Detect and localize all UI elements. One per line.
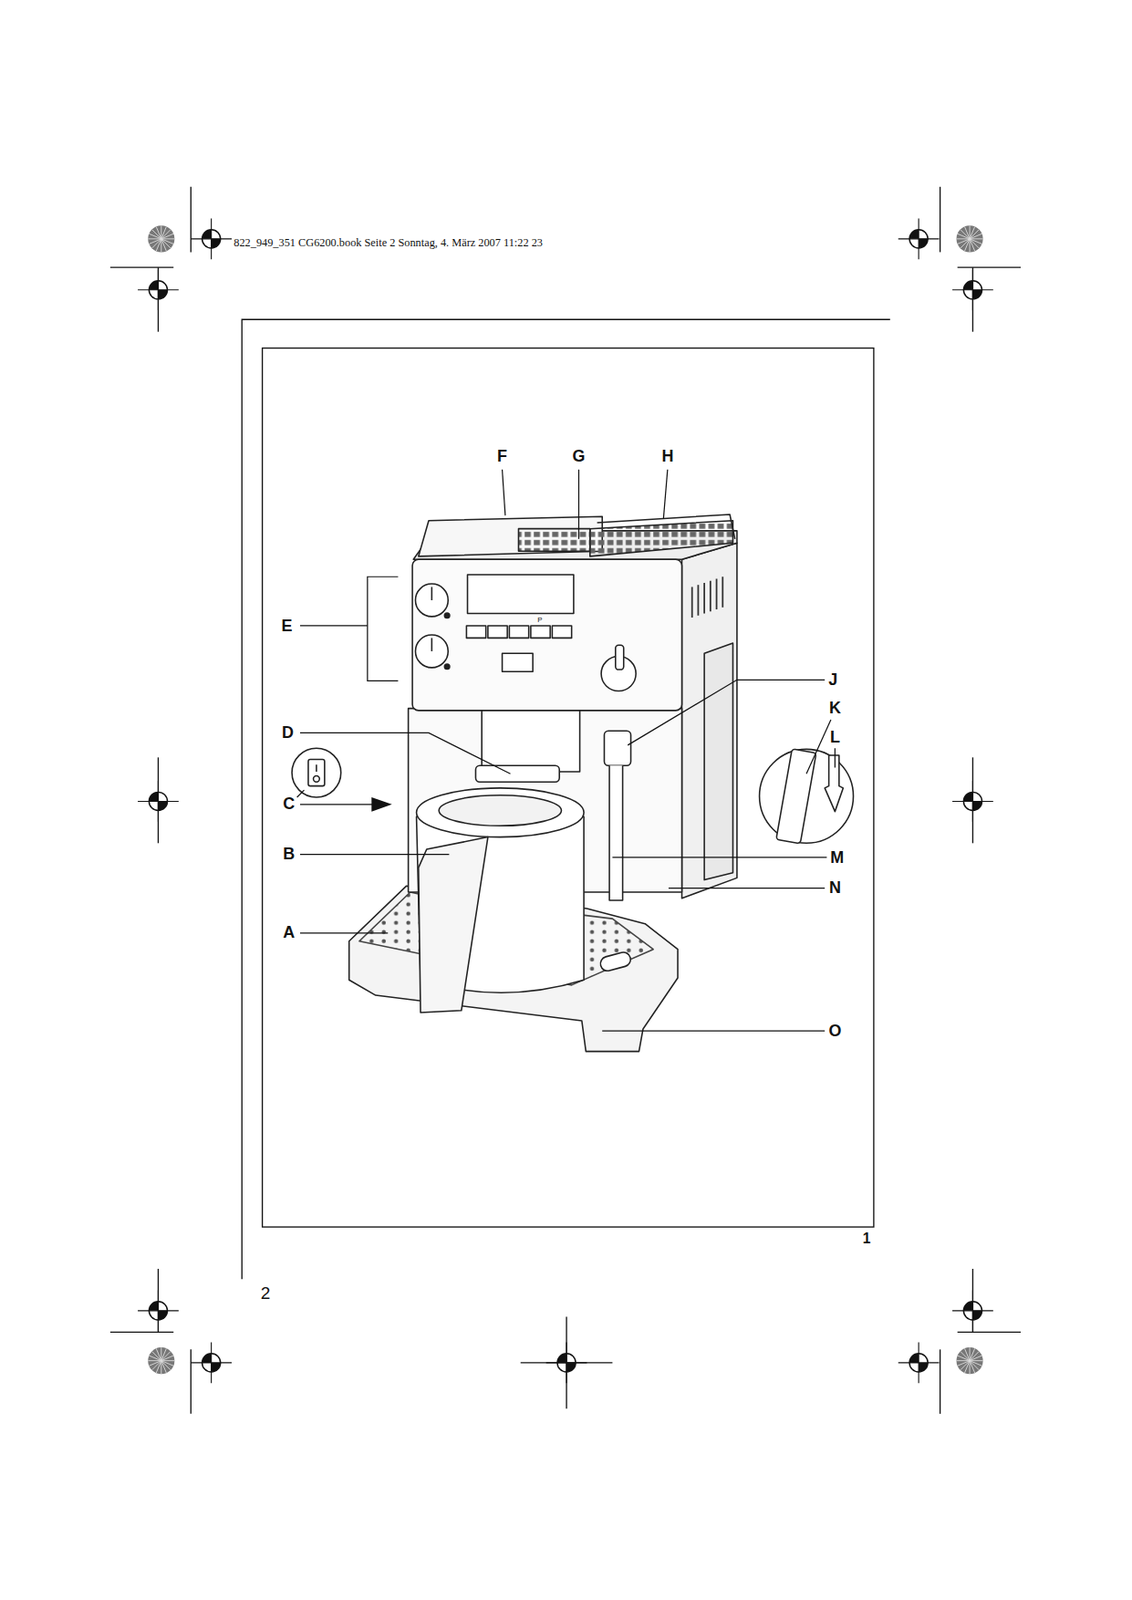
callout-letter: M xyxy=(830,849,844,866)
figure-number: 1 xyxy=(862,1231,872,1247)
callout-letter: E xyxy=(280,617,292,634)
callout-letter: O xyxy=(828,1022,842,1039)
callout-letter: L xyxy=(830,728,841,746)
callout-letter: G xyxy=(572,447,586,465)
callout-letter: B xyxy=(282,846,295,863)
callout-letter: K xyxy=(829,700,842,717)
button-symbol: P xyxy=(537,615,542,624)
callout-letter: H xyxy=(661,447,674,465)
callout-letter: A xyxy=(282,924,295,942)
callout-letter: J xyxy=(828,671,838,688)
callout-letter: D xyxy=(281,725,294,742)
callout-letter: F xyxy=(497,447,508,465)
page-number: 2 xyxy=(260,1284,271,1302)
callout-letter: C xyxy=(282,796,295,813)
header-text: 822_949_351 CG6200.book Seite 2 Sonntag,… xyxy=(233,237,543,249)
callout-letter: N xyxy=(829,880,842,897)
